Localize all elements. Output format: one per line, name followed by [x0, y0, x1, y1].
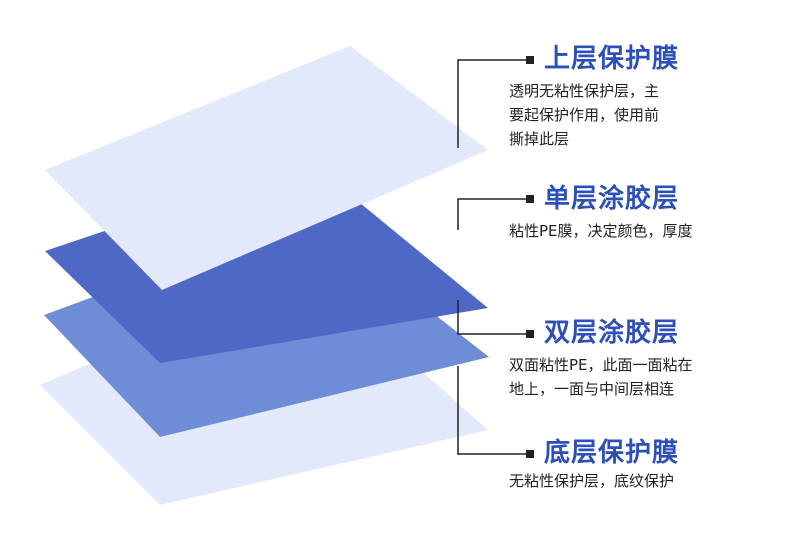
connector-top-end — [526, 56, 534, 64]
connector-single-adhesive — [457, 198, 528, 230]
single-adhesive-layer-sheet — [45, 162, 488, 363]
top-protective-film-sheet — [45, 46, 488, 290]
connector-top — [457, 59, 528, 148]
double-adhesive-layer-description: 双面粘性PE，此面一面粘在 地上，一面与中间层相连 — [509, 356, 693, 398]
single-adhesive-layer-description: 粘性PE膜，决定颜色，厚度 — [509, 222, 693, 240]
connector-single-adhesive-end — [526, 195, 534, 203]
top-layer-description: 透明无粘性保护层，主 要起保护作用，使用前 撕掉此层 — [509, 82, 660, 148]
single-adhesive-layer-title: 单层涂胶层 — [544, 184, 680, 214]
double-adhesive-layer-title: 双层涂胶层 — [544, 318, 680, 348]
connector-bottom — [457, 366, 528, 455]
bottom-layer-description: 无粘性保护层，底纹保护 — [509, 472, 675, 490]
bottom-layer-title: 底层保护膜 — [544, 438, 680, 468]
connector-bottom-end — [526, 450, 534, 458]
top-layer-title: 上层保护膜 — [544, 44, 680, 74]
connector-double-adhesive — [457, 300, 528, 335]
connector-double-adhesive-end — [526, 330, 534, 338]
